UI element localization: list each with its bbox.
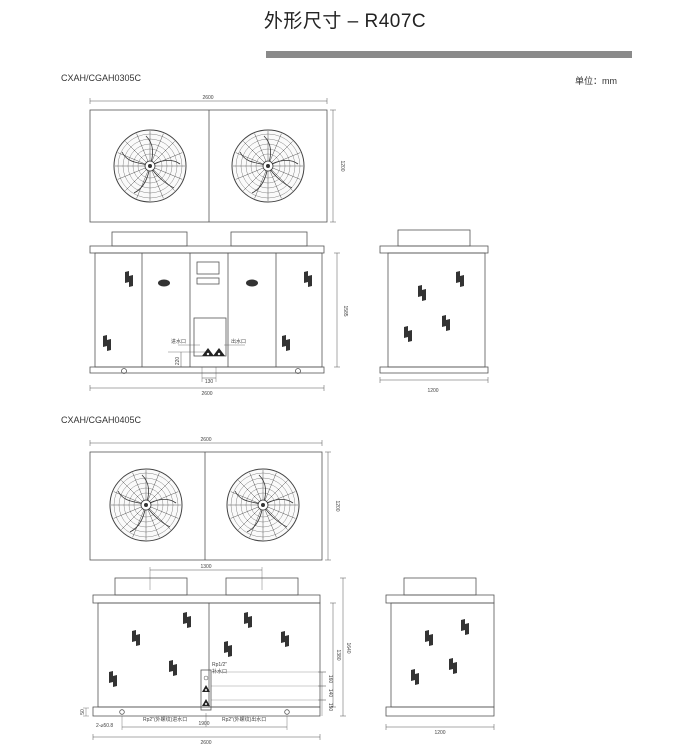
model-0305-front-view (89, 231, 340, 391)
dim-bottom-left: 50 (80, 709, 86, 715)
dim-side-width: 1200 (427, 388, 438, 394)
ventilation-grille-icon (109, 671, 117, 687)
ventilation-grille-icon (103, 335, 111, 351)
ventilation-grille-icon (461, 619, 469, 635)
ventilation-grille-icon (125, 271, 133, 287)
unit-label: 单位：mm (575, 76, 617, 86)
ventilation-grille-icon (183, 612, 191, 628)
model-label-0405: CXAH/CGAH0405C (61, 415, 142, 425)
dim-pipe-height: 220 (175, 357, 181, 366)
model-0405-side-view (385, 577, 495, 730)
label-inlet-pipe: Rp2"(外螺纹)进水口 (143, 716, 187, 723)
dim-s2: 140 (327, 689, 333, 698)
fan-guard-icon (226, 468, 300, 542)
dim-front-height: 1585 (342, 305, 348, 316)
model-0405-front-view (83, 567, 346, 740)
dim-s3: 150 (327, 703, 333, 712)
fan-guard-icon (113, 129, 187, 203)
brand-logo-icon (158, 279, 258, 287)
dim-s1: 160 (327, 675, 333, 684)
dim-top-depth-0405: 1200 (334, 500, 340, 511)
ventilation-grille-icon (169, 660, 177, 676)
dim-front-width-0405: 2600 (200, 740, 211, 746)
dim-top-depth: 1200 (339, 160, 345, 171)
label-makeup-size: Rp1/2" (212, 662, 227, 668)
dim-top-width: 2600 (202, 95, 213, 101)
model-0305-side-view (379, 229, 489, 383)
dim-height-a: 1380 (335, 649, 341, 660)
dim-pipe-offset: 130 (205, 379, 214, 385)
ventilation-grille-icon (224, 641, 232, 657)
ventilation-grille-icon (281, 631, 289, 647)
dim-front-width: 2600 (201, 391, 212, 397)
model-0405-top-view (89, 440, 331, 561)
ventilation-grille-icon (132, 630, 140, 646)
label-makeup-cn: 补水口 (212, 668, 227, 675)
ventilation-grille-icon (418, 285, 426, 301)
page-title: 外形尺寸 – R407C (263, 11, 427, 32)
ventilation-grille-icon (456, 271, 464, 287)
ventilation-grille-icon (304, 271, 312, 287)
label-outlet: 出水口 (231, 338, 246, 345)
dim-top-width-0405: 2600 (200, 437, 211, 443)
dim-mid-span: 1900 (198, 721, 209, 727)
dim-fan-spacing: 1300 (200, 564, 211, 570)
ventilation-grille-icon (282, 335, 290, 351)
fan-guard-icon (231, 129, 305, 203)
dim-height-b: 1640 (345, 642, 351, 653)
model-0305-top-view (89, 98, 336, 223)
ventilation-grille-icon (442, 315, 450, 331)
ventilation-grille-icon (411, 669, 419, 685)
title-bar (266, 51, 632, 58)
ventilation-grille-icon (425, 630, 433, 646)
fan-guard-icon (109, 468, 183, 542)
ventilation-grille-icon (449, 658, 457, 674)
ventilation-grille-icon (244, 612, 252, 628)
label-holes: 2-⌀50.8 (96, 723, 113, 729)
label-outlet-pipe: Rp2"(外螺纹)出水口 (222, 716, 266, 723)
ventilation-grille-icon (404, 326, 412, 342)
model-label-0305: CXAH/CGAH0305C (61, 73, 142, 83)
label-inlet: 进水口 (171, 338, 186, 345)
dim-side-width-0405: 1200 (434, 730, 445, 736)
